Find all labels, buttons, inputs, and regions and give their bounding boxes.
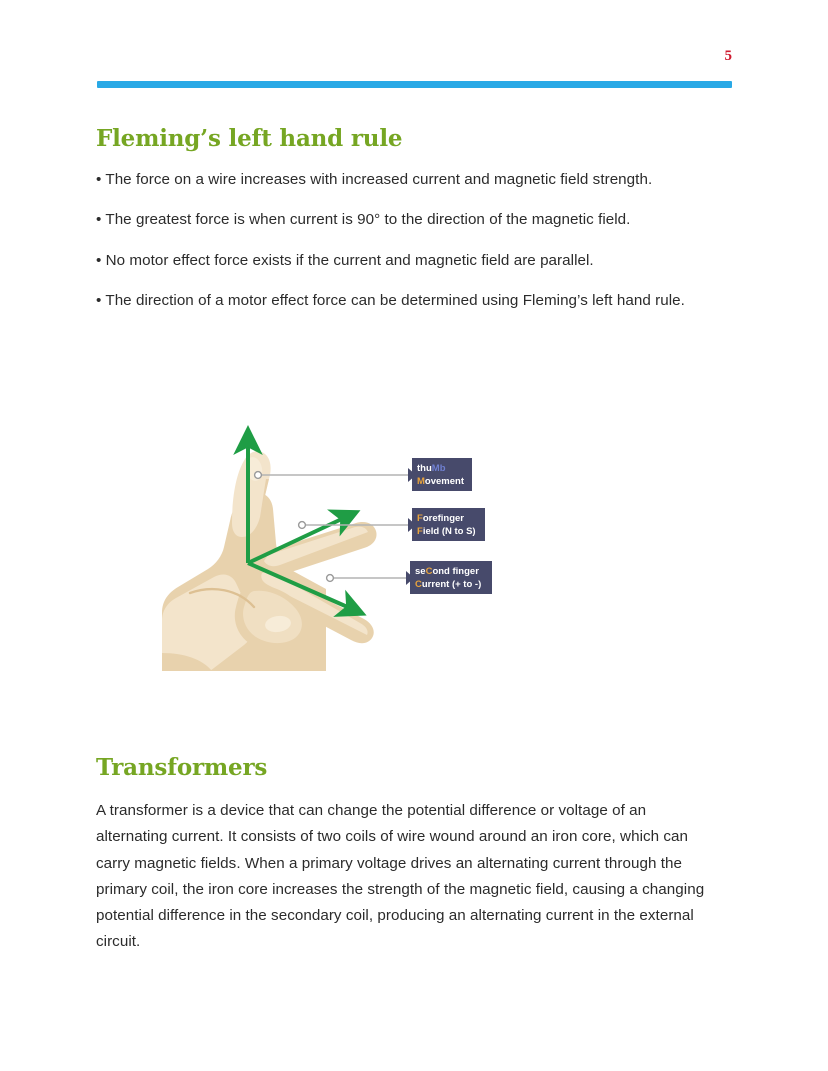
palm-highlight	[162, 574, 254, 671]
leader-dot-thumb	[253, 470, 263, 480]
label-thumb-line1-accent: Mb	[432, 463, 446, 474]
label-thumb-line1: thuMb	[417, 463, 446, 474]
bullet-item: • No motor effect force exists if the cu…	[96, 251, 594, 269]
label-second-finger-line1-post: ond finger	[432, 566, 479, 577]
label-second-finger-line2-accent: C	[415, 579, 422, 590]
label-thumb-line2-post: ovement	[425, 476, 465, 487]
forefinger-highlight	[264, 526, 368, 567]
folded-fingers-highlight	[243, 590, 302, 644]
label-forefinger-line2-accent: F	[417, 526, 423, 537]
label-forefinger-line1-post: orefinger	[423, 513, 464, 524]
label-thumb-line2: Movement	[417, 476, 465, 487]
current-arrow	[247, 561, 367, 617]
knuckle-crease	[188, 587, 256, 609]
leader-dot-second-finger	[325, 573, 335, 583]
header-divider-rule	[97, 81, 732, 88]
finger-nail	[265, 615, 291, 633]
leader-dot-forefinger	[297, 520, 307, 530]
bullet-item: • The greatest force is when current is …	[96, 211, 631, 229]
label-second-finger-line2-post: urrent (+ to -)	[422, 579, 481, 590]
label-thumb-line1-pre: thu	[417, 463, 432, 474]
label-forefinger-line1: Forefinger	[417, 513, 464, 524]
hand-shape	[162, 451, 377, 671]
label-thumb: thuMb Movement	[412, 458, 472, 491]
bullet-item: • The direction of a motor effect force …	[96, 291, 685, 309]
second-finger-highlight	[261, 571, 368, 635]
page-title: Fleming’s left hand rule	[96, 125, 403, 152]
label-second-finger-box	[410, 561, 492, 594]
label-forefinger: Forefinger Field (N to S)	[412, 508, 485, 541]
label-forefinger-box	[412, 508, 485, 541]
label-thumb-box	[412, 458, 472, 491]
label-second-finger-line1: seCond finger	[415, 566, 479, 577]
label-second-finger-line1-pre: se	[415, 566, 426, 577]
label-forefinger-line1-accent: F	[417, 513, 423, 524]
page-number: 5	[724, 48, 733, 64]
thumb-shadow	[260, 479, 269, 517]
wrist-shadow	[162, 653, 212, 671]
transformers-heading: Transformers	[96, 754, 268, 781]
label-forefinger-line2: Field (N to S)	[417, 526, 476, 537]
hand-illustration: thuMb Movement Forefinger Field (N to S)	[162, 425, 492, 671]
fleming-section: Fleming’s left hand rule • The force on …	[96, 126, 736, 314]
bullet-item: • The force on a wire increases with inc…	[96, 171, 653, 189]
transformers-section: Transformers A transformer is a device t…	[96, 755, 716, 955]
transformers-paragraph: A transformer is a device that can chang…	[96, 802, 705, 950]
fleming-left-hand-rule-diagram: thuMb Movement Forefinger Field (N to S)	[150, 425, 510, 690]
label-forefinger-line2-post: ield (N to S)	[423, 526, 476, 537]
label-thumb-line2-accent: M	[417, 476, 425, 487]
label-second-finger-line1-accent: C	[426, 566, 433, 577]
label-second-finger: seCond finger Current (+ to -)	[410, 561, 492, 594]
label-second-finger-line2: Current (+ to -)	[415, 579, 481, 590]
